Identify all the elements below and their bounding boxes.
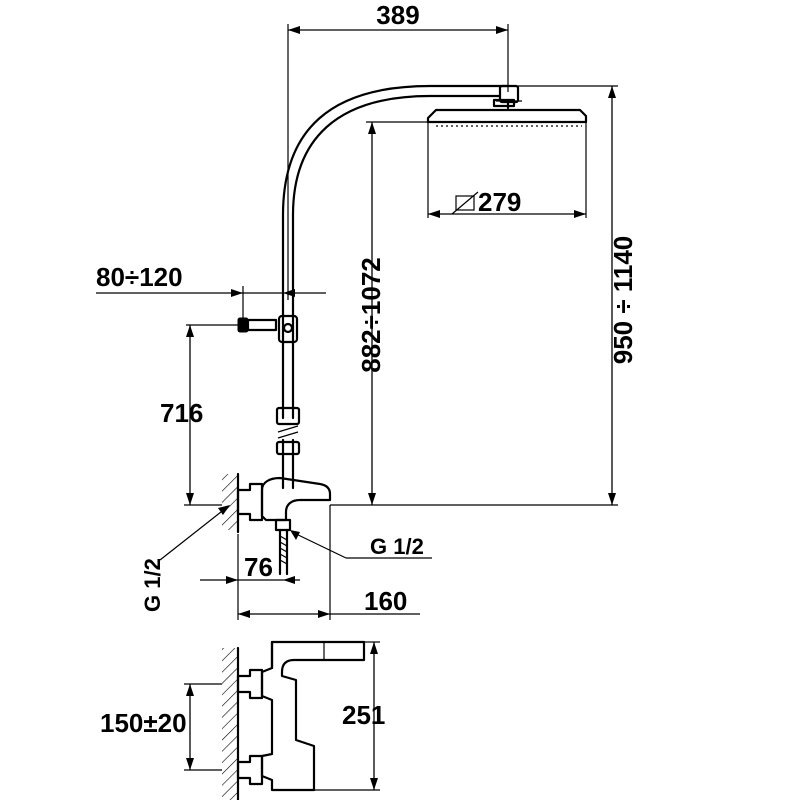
outlet-offset-label: 76: [244, 552, 273, 582]
bracket-height-label: 716: [160, 398, 203, 428]
inlet-right-label: G 1/2: [370, 534, 424, 559]
dim-inlet-spacing: 150±20: [100, 683, 222, 771]
mixer-side-view: [222, 472, 332, 576]
inlet-spacing-label: 150±20: [100, 708, 187, 738]
dim-total-height: 950 ÷ 1140: [518, 85, 638, 505]
shower-arm: [281, 84, 520, 297]
mixer-height-label: 251: [342, 700, 385, 730]
dim-arm-reach: 389: [287, 0, 509, 300]
dim-bracket-height: 716: [160, 325, 222, 506]
dim-mixer-height: 251: [314, 641, 385, 791]
inlet-left-label: G 1/2: [140, 558, 165, 612]
inner-height-label: 882÷1072: [356, 257, 386, 373]
mixer-front-view: [222, 640, 366, 800]
head-diameter-label: 279: [478, 187, 521, 217]
dim-inner-height: 882÷1072: [356, 121, 428, 505]
wall-bracket: [186, 314, 299, 344]
diameter-symbol: [451, 191, 479, 215]
inlet-right-callout: G 1/2: [290, 530, 432, 559]
mixer-depth-label: 160: [364, 586, 407, 616]
dim-mixer-depth: 160: [238, 505, 420, 620]
dim-outlet-offset: 76: [200, 534, 300, 620]
inlet-left-callout: G 1/2: [140, 505, 230, 612]
dim-head-diameter: 279: [428, 187, 586, 218]
total-height-label: 950 ÷ 1140: [608, 236, 638, 365]
arm-reach-label: 389: [376, 0, 419, 30]
bar-depth-label: 80÷120: [96, 262, 183, 292]
dim-bar-depth: 80÷120: [96, 262, 326, 330]
